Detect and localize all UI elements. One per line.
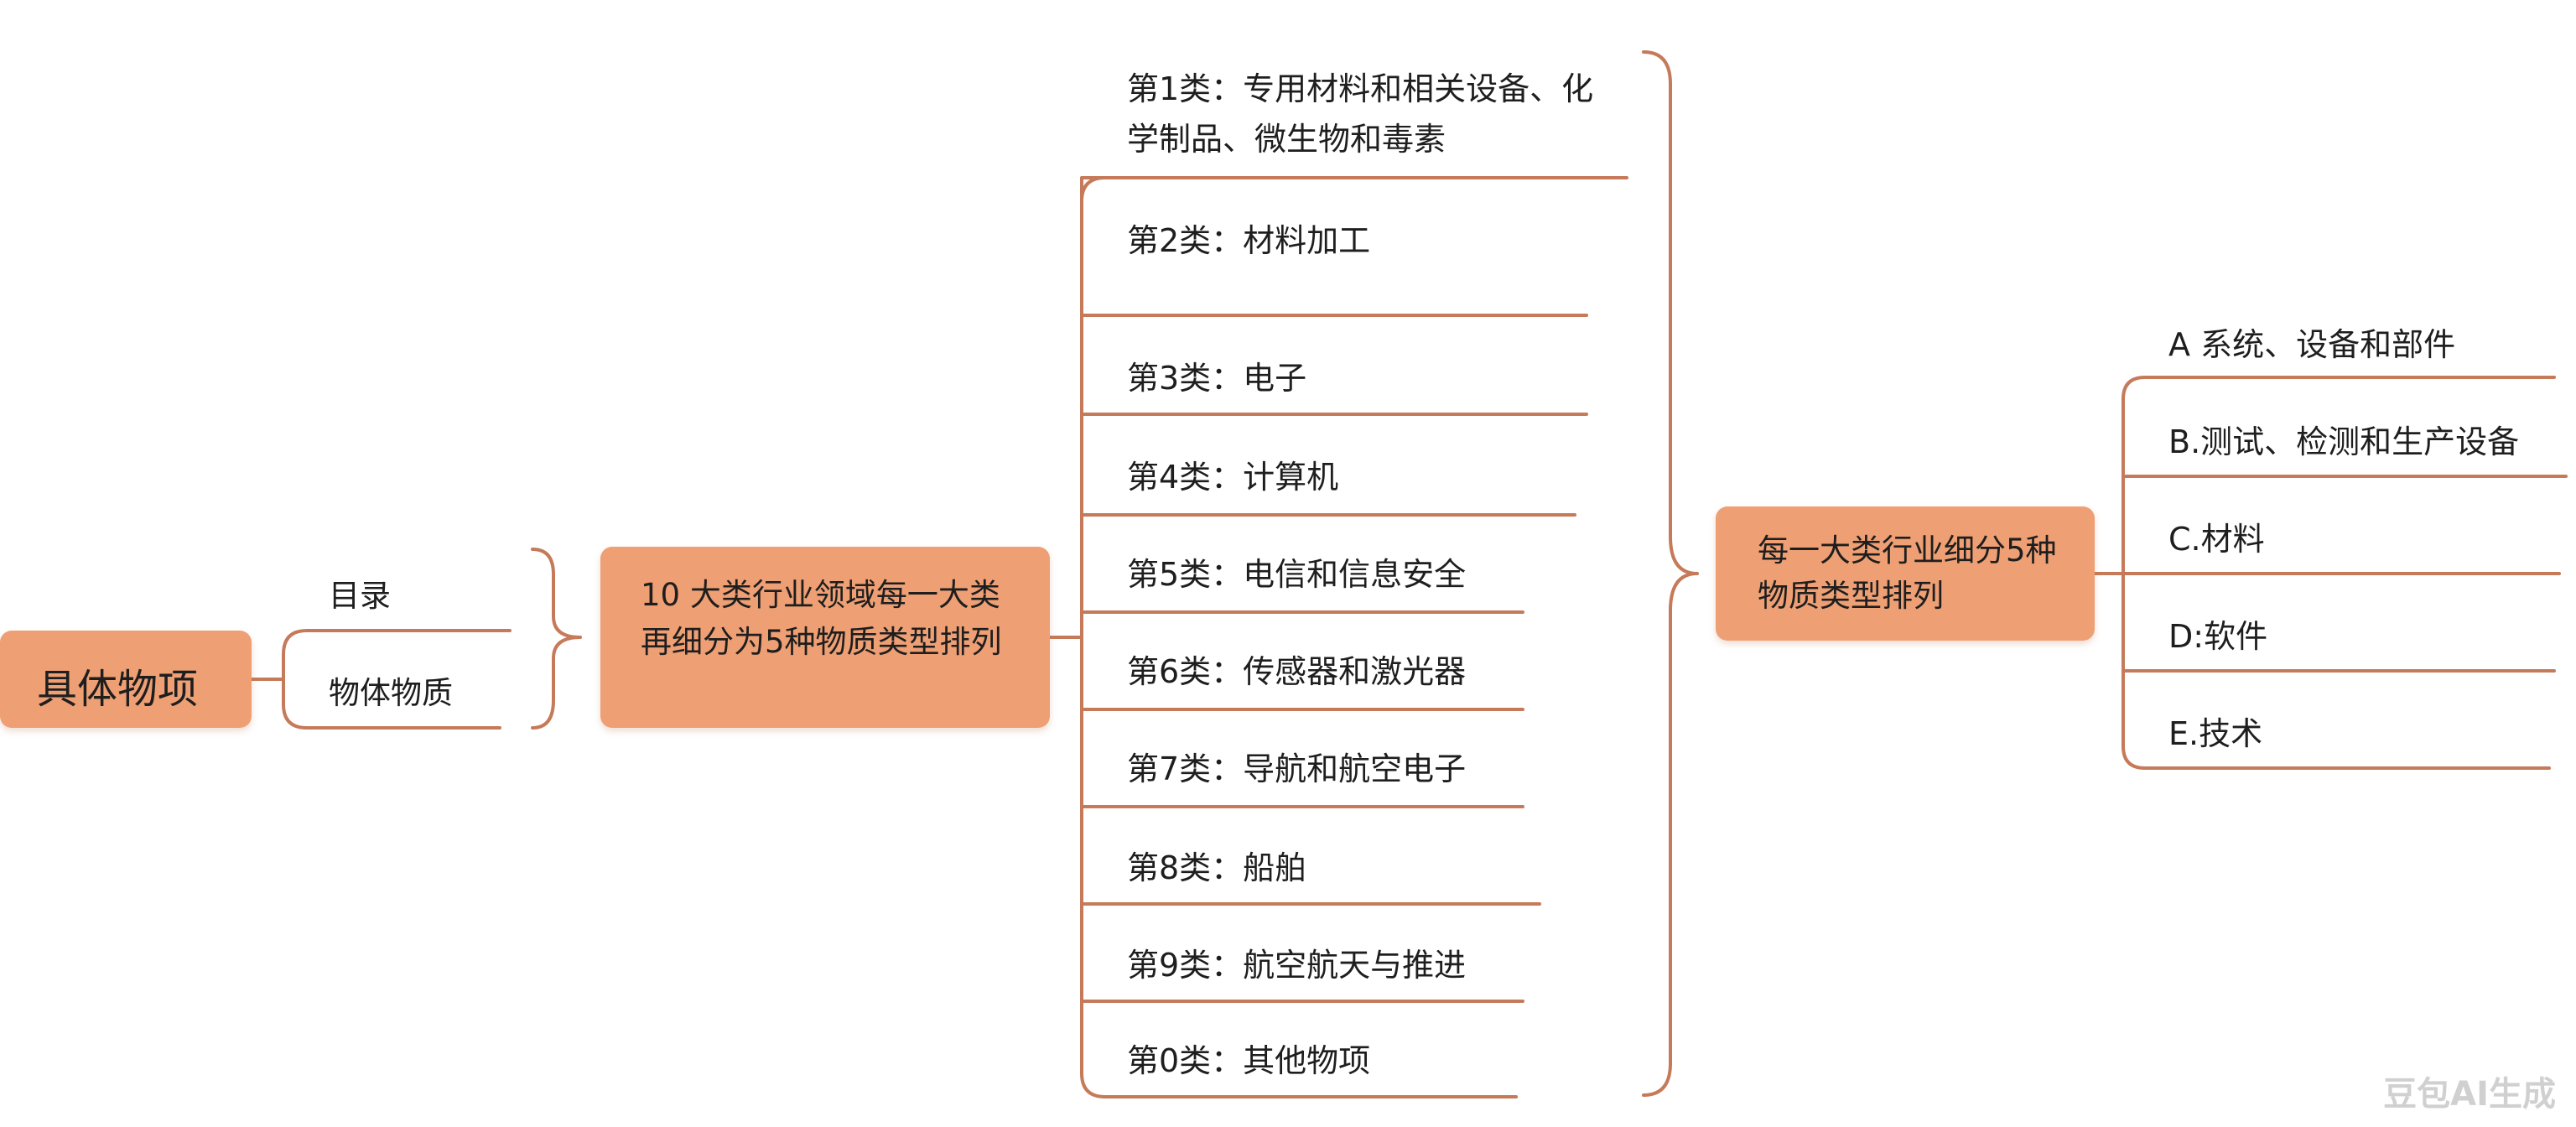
category-1: 第1类：专用材料和相关设备、化学制品、微生物和毒素: [1127, 70, 1594, 158]
level1-item-catalog: 目录: [329, 578, 391, 614]
right-node[interactable]: 每一大类行业细分5种物质类型排列: [1716, 506, 2095, 641]
type-c: C.材料: [2168, 521, 2265, 558]
category-4: 第4类：计算机: [1127, 459, 1339, 496]
watermark: 豆包AI生成: [2383, 1075, 2556, 1114]
connector-level1-bracket: [282, 629, 512, 730]
right-brace: [1642, 50, 1699, 1097]
category-6: 第6类：传感器和激光器: [1127, 653, 1467, 690]
category-0: 第0类：其他物项: [1127, 1042, 1371, 1079]
category-3: 第3类：电子: [1127, 360, 1307, 397]
right-node-label: 每一大类行业细分5种物质类型排列: [1758, 532, 2057, 614]
category-9: 第9类：航空航天与推进: [1127, 947, 1467, 984]
type-a: A 系统、设备和部件: [2168, 326, 2456, 363]
category-7: 第7类：导航和航空电子: [1127, 750, 1467, 787]
root-node[interactable]: 具体物项: [0, 631, 252, 728]
connector-type-spine: [2122, 376, 2556, 770]
connector-category-spine: [1080, 176, 1107, 1098]
middle-node[interactable]: 10 大类行业领域每一大类再细分为5种物质类型排列: [600, 547, 1050, 728]
level1-item-physical: 物体物质: [329, 675, 453, 711]
type-e: E.技术: [2168, 715, 2263, 752]
type-d: D:软件: [2168, 618, 2268, 655]
category-2: 第2类：材料加工: [1127, 222, 1371, 259]
type-b: B.测试、检测和生产设备: [2168, 423, 2520, 460]
middle-node-label: 10 大类行业领域每一大类再细分为5种物质类型排列: [641, 577, 1002, 660]
root-node-label: 具体物项: [37, 666, 199, 713]
left-brace: [531, 548, 582, 730]
category-8: 第8类：船舶: [1127, 849, 1307, 886]
category-5: 第5类：电信和信息安全: [1127, 556, 1467, 593]
